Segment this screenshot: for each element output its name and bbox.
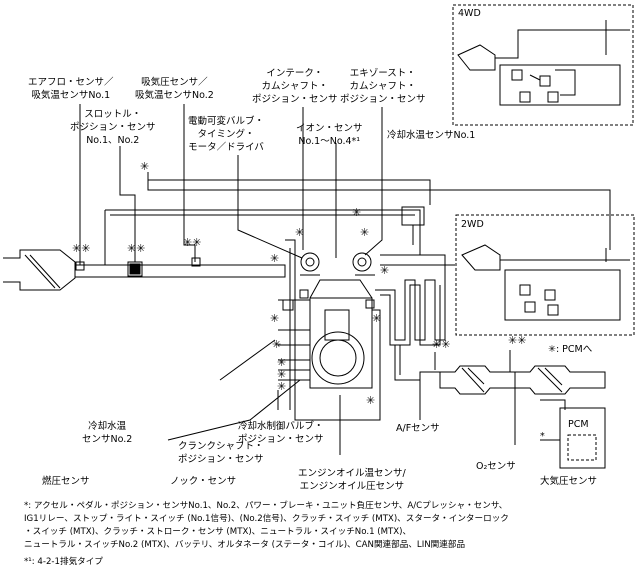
ect-sensor-1-label: 冷却水温センサNo.1 bbox=[387, 130, 476, 141]
pcm-label: PCM bbox=[568, 419, 589, 430]
two-wd-box bbox=[455, 214, 635, 336]
svg-text:✳: ✳ bbox=[270, 252, 279, 265]
o2-sensor-label: O₂センサ bbox=[476, 461, 516, 472]
footnote-line-3: ・スイッチ (MTX)、クラッチ・ストローク・センサ (MTX)、ニュートラル・… bbox=[24, 527, 412, 537]
four-wd-title: 4WD bbox=[458, 8, 481, 19]
af-sensor-label: A/Fセンサ bbox=[396, 423, 440, 434]
footnote-line-2: IG1リレー、ストップ・ライト・スイッチ (No.1信号)、(No.2信号)、ク… bbox=[24, 514, 509, 524]
svg-text:✳✳: ✳✳ bbox=[432, 338, 450, 351]
svg-text:✳: ✳ bbox=[352, 206, 361, 219]
svg-text:✳: ✳ bbox=[372, 312, 381, 325]
svg-text:✳✳: ✳✳ bbox=[508, 334, 526, 347]
airflow-sensor-label: エアフロ・センサ／吸気温センサNo.1 bbox=[28, 77, 114, 101]
svg-text:✳: ✳ bbox=[366, 394, 375, 407]
baro-sensor-label: 大気圧センサ bbox=[540, 476, 598, 487]
evvt-motor-label: 電動可変バルブ・タイミング・モータ／ドライバ bbox=[188, 116, 265, 153]
svg-text:✳✳: ✳✳ bbox=[72, 242, 90, 255]
svg-text:✳: ✳ bbox=[380, 264, 389, 277]
four-wd-box bbox=[452, 4, 634, 126]
engine-block bbox=[309, 297, 373, 389]
svg-text:✳: ✳ bbox=[272, 338, 281, 351]
exhaust-cam-sensor-label: エキゾースト・カムシャフト・ポジション・センサ bbox=[340, 68, 426, 105]
svg-text:✳✳: ✳✳ bbox=[183, 236, 201, 249]
oil-sensor-label: エンジンオイル温センサ/エンジンオイル圧センサ bbox=[298, 468, 406, 492]
footnote-line-4: ニュートラル・スイッチNo.2 (MTX)、バッテリ、オルタネータ (ステータ・… bbox=[24, 540, 466, 550]
footnote-line-5: *¹: 4-2-1排気タイプ bbox=[24, 557, 103, 567]
svg-text:✳: ✳ bbox=[270, 312, 279, 325]
pcm-star: * bbox=[540, 431, 545, 442]
crank-sensor-label: クランクシャフト・ポジション・センサ bbox=[178, 441, 264, 465]
ect-sensor-2-label: 冷却水温センサNo.2 bbox=[82, 421, 133, 445]
pcm-legend: ✳: PCMへ bbox=[548, 344, 593, 355]
map-sensor-label: 吸気圧センサ／吸気温センサNo.2 bbox=[135, 77, 214, 101]
svg-text:✳: ✳ bbox=[140, 160, 149, 173]
intake-cam-sensor-label: インテーク・カムシャフト・ポジション・センサ bbox=[252, 68, 338, 105]
footnote-line-1: *: アクセル・ペダル・ポジション・センサNo.1、No.2、パワー・ブレーキ・… bbox=[24, 501, 508, 511]
thermostat-sensor-label: 冷却水制御バルブ・ポジション・センサ bbox=[238, 421, 324, 445]
svg-text:✳: ✳ bbox=[277, 368, 286, 381]
knock-sensor-label: ノック・センサ bbox=[170, 476, 237, 487]
svg-text:✳: ✳ bbox=[295, 226, 304, 239]
two-wd-title: 2WD bbox=[461, 219, 484, 230]
fuel-pressure-sensor-label: 燃圧センサ bbox=[42, 476, 90, 487]
svg-text:✳: ✳ bbox=[277, 380, 286, 393]
pcm-box bbox=[559, 407, 606, 469]
svg-text:✳: ✳ bbox=[360, 226, 369, 239]
svg-text:✳: ✳ bbox=[277, 356, 286, 369]
svg-text:✳✳: ✳✳ bbox=[127, 242, 145, 255]
